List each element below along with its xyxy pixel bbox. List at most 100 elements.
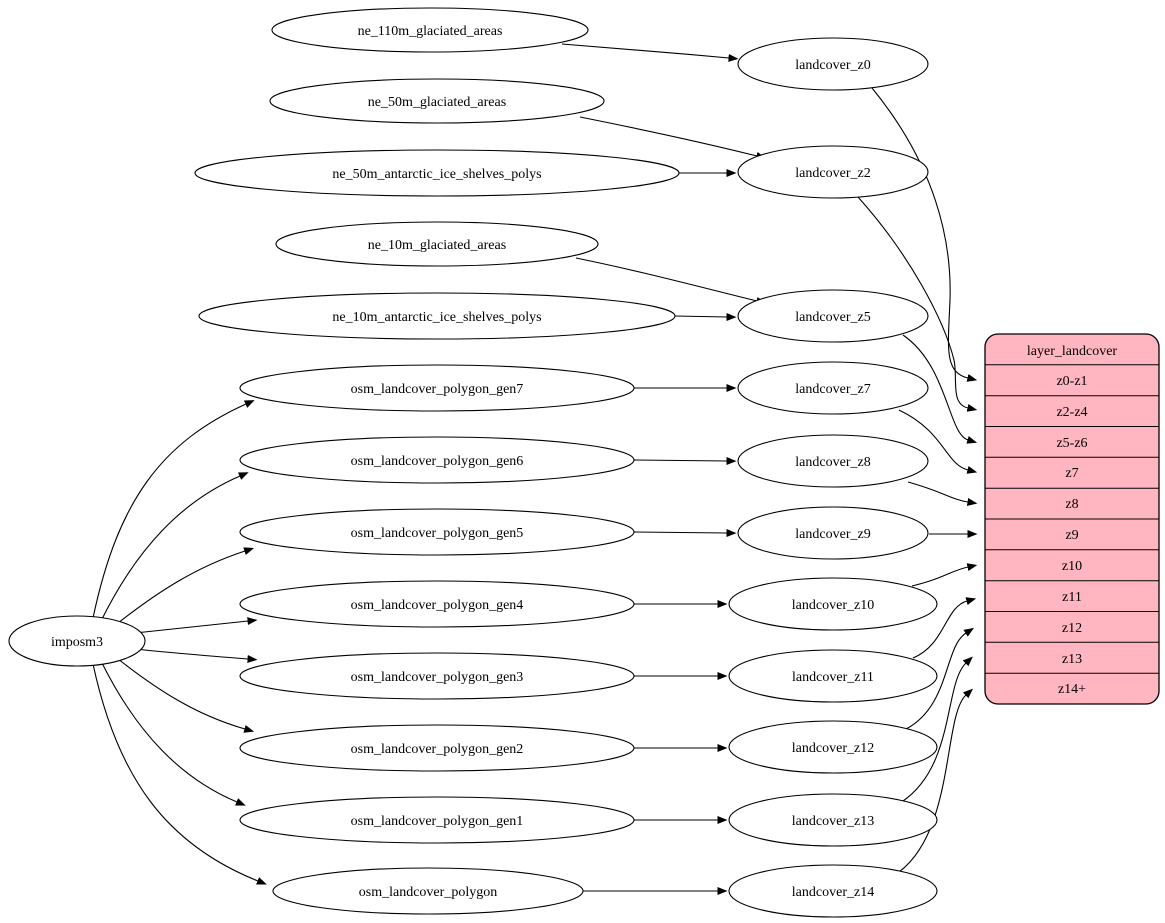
node-ne-10m-glaciated-areas: ne_10m_glaciated_areas [275,221,599,267]
table-layer-landcover: layer_landcover z0-z1 z2-z4 z5-z6 z7 z8 … [984,333,1160,705]
node-osm-landcover-polygon-gen6: osm_landcover_polygon_gen6 [239,436,635,484]
edge-imposm3-gen6 [100,472,249,622]
node-shape [275,221,599,267]
edge-imposm3-gen5 [112,547,255,628]
node-label: osm_landcover_polygon [359,885,497,900]
node-ne-10m-antarctic-ice-shelves-polys: ne_10m_antarctic_ice_shelves_polys [198,292,676,340]
node-shape [728,577,938,631]
node-shape [728,649,938,703]
node-shape [239,436,635,484]
node-shape [728,793,938,847]
node-shape [239,580,635,628]
node-osm-landcover-polygon-gen5: osm_landcover_polygon_gen5 [239,508,635,556]
edges-to-table [857,87,978,873]
node-landcover-z13: landcover_z13 [728,793,938,847]
node-label: osm_landcover_polygon_gen3 [351,670,524,685]
edge-imposm3-gen3 [134,648,258,663]
edge-gen5-z9 [633,528,737,537]
node-landcover-z14: landcover_z14 [728,864,938,918]
edge-z10-row [911,563,978,587]
table-row-z9: z9 [1065,528,1078,543]
node-landcover-z12: landcover_z12 [728,720,938,774]
node-shape [239,508,635,556]
edges-sources [561,43,767,895]
node-label: landcover_z10 [792,598,874,613]
node-label: ne_10m_glaciated_areas [368,238,506,253]
node-label: osm_landcover_polygon_gen2 [351,742,524,757]
node-shape [239,724,635,772]
node-label: ne_50m_antarctic_ice_shelves_polys [332,167,541,182]
table-row-z7: z7 [1065,466,1078,481]
edge-ne110m-z0 [561,43,739,62]
node-shape [728,864,938,918]
table-row-z5-z6: z5-z6 [1056,436,1087,451]
table-row-z10: z10 [1062,559,1082,574]
edge-z0-row [871,87,978,382]
edge-imposm3-polygon [92,663,267,885]
node-shape [198,292,676,340]
node-landcover-z7: landcover_z7 [737,361,929,415]
edge-ne50m-glac-z2 [579,116,767,160]
edge-ne10m-glac-z5 [575,257,767,305]
node-shape [272,867,584,915]
node-landcover-z10: landcover_z10 [728,577,938,631]
node-label: ne_10m_antarctic_ice_shelves_polys [332,310,541,325]
node-landcover-z8: landcover_z8 [737,434,929,488]
node-label: landcover_z9 [795,527,870,542]
node-label: landcover_z13 [792,814,874,829]
edge-z11-row [912,597,977,659]
table-row-z11: z11 [1062,590,1082,605]
node-shape [239,796,635,844]
node-landcover-z5: landcover_z5 [737,289,929,343]
node-shape [728,720,938,774]
node-imposm3-label: imposm3 [51,635,103,650]
node-label: osm_landcover_polygon_gen4 [351,598,524,613]
node-label: osm_landcover_polygon_gen5 [351,526,524,541]
node-shape [737,289,929,343]
node-label: osm_landcover_polygon_gen7 [351,382,524,397]
table-row-z2-z4: z2-z4 [1056,405,1087,420]
edge-imposm3-gen7 [92,400,255,619]
node-shape [239,652,635,700]
node-landcover-z9: landcover_z9 [737,506,929,560]
node-osm-landcover-polygon-gen4: osm_landcover_polygon_gen4 [239,580,635,628]
node-shape [737,506,929,560]
node-osm-landcover-polygon-gen7: osm_landcover_polygon_gen7 [239,364,635,412]
edge-imposm3-gen1 [100,660,246,806]
edge-z5-row [902,334,978,444]
node-shape [239,364,635,412]
table-row-z12: z12 [1062,621,1082,636]
node-label: ne_110m_glaciated_areas [358,24,503,39]
node-label: landcover_z2 [795,166,870,181]
edge-z8-row [907,481,978,506]
node-imposm3: imposm3 [8,615,146,667]
node-shape [737,37,929,91]
edge-ne10m-ant-z5 [674,312,737,321]
edge-imposm3-gen4 [134,617,258,634]
node-label: osm_landcover_polygon_gen1 [351,814,524,829]
edge-z2-row [857,196,978,412]
node-shape [737,145,929,199]
table-row-z14plus: z14+ [1058,682,1086,697]
table-title: layer_landcover [1027,344,1118,359]
edge-z7-row [898,409,978,474]
node-ne-110m-glaciated-areas: ne_110m_glaciated_areas [271,7,589,53]
edge-z13-row [902,656,973,802]
node-label: landcover_z11 [792,670,874,685]
edge-gen6-z8 [633,456,737,465]
node-ne-50m-glaciated-areas: ne_50m_glaciated_areas [269,78,605,124]
edges-imposm3 [92,400,267,885]
node-imposm3-shape [8,615,146,667]
node-osm-landcover-polygon: osm_landcover_polygon [272,867,584,915]
edge-z14-row [898,688,973,873]
node-label: osm_landcover_polygon_gen6 [351,454,524,469]
node-landcover-z11: landcover_z11 [728,649,938,703]
table-row-z13: z13 [1062,652,1082,667]
node-landcover-z0: landcover_z0 [737,37,929,91]
node-label: ne_50m_glaciated_areas [368,95,506,110]
node-shape [194,149,680,197]
node-label: landcover_z0 [795,58,870,73]
node-shape [737,434,929,488]
